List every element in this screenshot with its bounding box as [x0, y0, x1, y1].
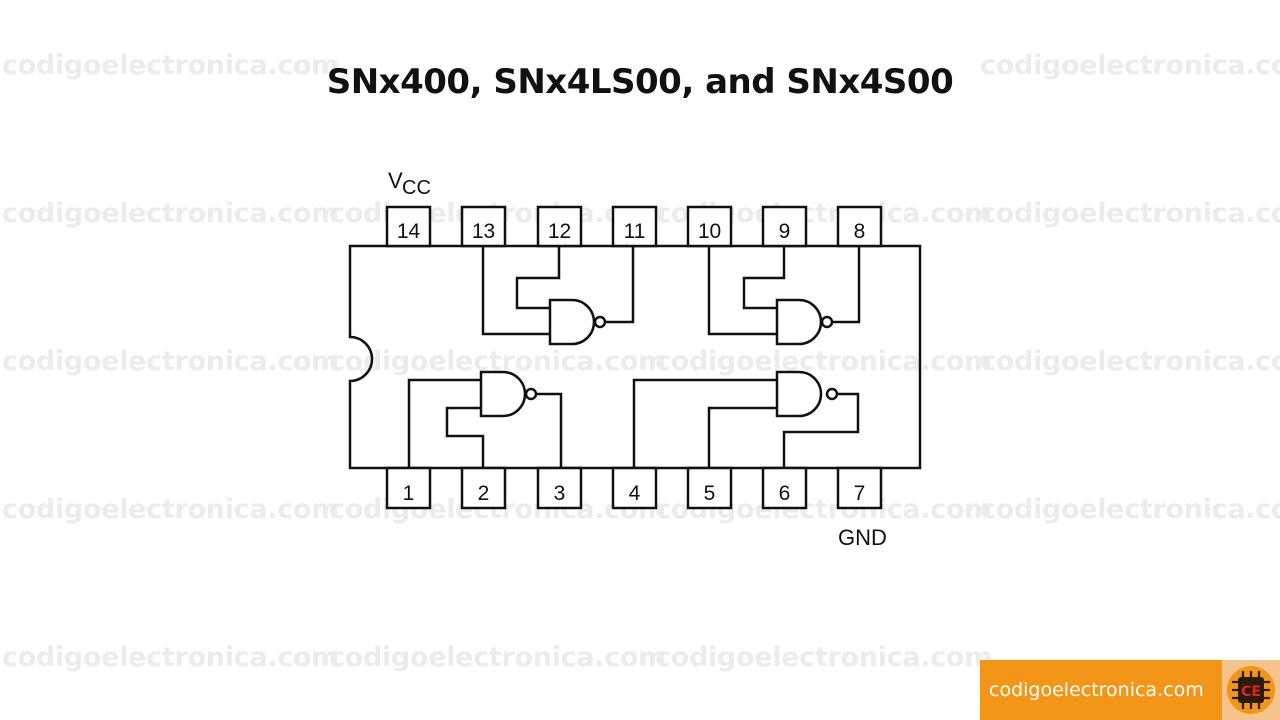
pin-label-6: 6 [779, 482, 791, 505]
nand-gate-body [479, 370, 527, 418]
pin-12-box [536, 205, 583, 248]
pin-label-1: 1 [403, 482, 415, 505]
wire-pin5 [707, 406, 777, 468]
wire-pin13 [481, 246, 550, 336]
wire-pin6 [782, 392, 860, 468]
wire-pin10 [707, 246, 777, 336]
pin-3-box [536, 466, 583, 510]
wire-pin11 [605, 246, 635, 324]
vcc-subscript: CC [402, 177, 431, 199]
pin-11-box [611, 205, 658, 248]
pin-label-8: 8 [854, 220, 866, 243]
pin-label-4: 4 [629, 482, 641, 505]
pin-14-box [385, 205, 432, 248]
logo-text: CE [1241, 684, 1261, 700]
wire-pin9 [742, 246, 786, 310]
pin-label-12: 12 [548, 220, 571, 243]
nand-bubble [820, 315, 834, 329]
pin-label-7: 7 [854, 482, 866, 505]
nand-bubble [524, 387, 538, 401]
bottom-pin-row [385, 466, 883, 510]
wire-pin2 [445, 406, 485, 468]
pin-label-10: 10 [698, 220, 721, 243]
top-pin-row [385, 205, 883, 248]
nand-gate-4 [481, 246, 635, 346]
nand-gate-2 [632, 370, 860, 468]
site-logo: CE [1222, 660, 1280, 720]
nand-gate-body [548, 298, 596, 346]
nand-bubble [593, 315, 607, 329]
footer-site-link[interactable]: codigoelectronica.com [989, 679, 1204, 701]
nand-gate-body [775, 298, 823, 346]
nand-bubble [825, 387, 839, 401]
pin-13-box [460, 205, 507, 248]
pin-label-14: 14 [397, 220, 421, 243]
pin-label-3: 3 [554, 482, 566, 505]
footer-banner: codigoelectronica.com CE [980, 660, 1280, 720]
pin-10-box [686, 205, 733, 248]
vcc-label: V [388, 168, 403, 193]
nand-gate-3 [707, 246, 861, 346]
pin-label-2: 2 [478, 482, 490, 505]
pin-1-box [385, 466, 432, 510]
nand-gate-1 [407, 370, 563, 468]
wire-pin12 [515, 246, 561, 310]
page-title: SNx400, SNx4LS00, and SNx4S00 [326, 62, 954, 102]
pin-label-5: 5 [704, 482, 716, 505]
pin-label-13: 13 [472, 220, 495, 243]
pin-8-box [836, 205, 883, 248]
chip-logo-icon: CE [1227, 666, 1275, 714]
wire-pin4 [632, 378, 777, 468]
wire-pin3 [536, 392, 563, 468]
ic-package-body [348, 244, 922, 470]
gnd-label: GND [838, 525, 887, 550]
wire-pin1 [407, 378, 481, 468]
nand-gate-body [775, 370, 823, 418]
pin-label-9: 9 [779, 220, 791, 243]
wire-pin8 [832, 246, 861, 324]
pin-label-11: 11 [624, 220, 646, 243]
pin-7-box [836, 466, 883, 510]
